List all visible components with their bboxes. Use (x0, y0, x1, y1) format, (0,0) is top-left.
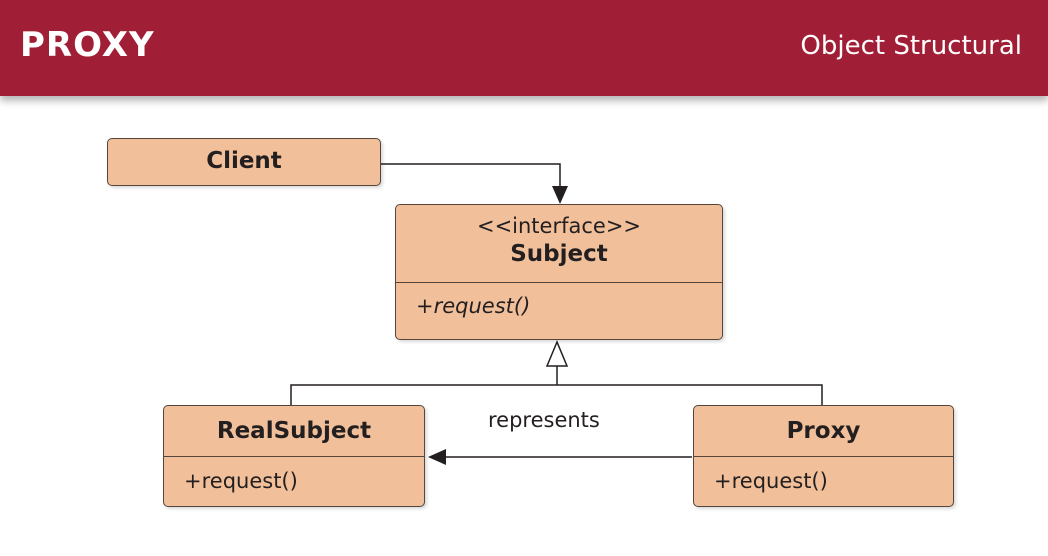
realsubject-method: +request() (184, 469, 298, 493)
realsubject-divider (164, 456, 424, 457)
client-subject-arrowhead (552, 186, 568, 204)
subject-class-name: Subject (510, 241, 608, 267)
pattern-title: PROXY (20, 25, 155, 65)
proxy-class-name: Proxy (786, 418, 861, 444)
proxy-class: Proxy +request() (693, 405, 954, 507)
realsubject-generalization-line (290, 384, 823, 405)
subject-interface: <<interface>> Subject +request() (395, 204, 723, 340)
proxy-divider (694, 456, 953, 457)
represents-arrowhead (428, 449, 446, 465)
realsubject-class-name: RealSubject (216, 418, 372, 444)
client-class-name: Client (206, 148, 282, 174)
subject-divider (396, 282, 722, 283)
subject-stereotype: <<interface>> (476, 214, 642, 238)
realsubject-class: RealSubject +request() (163, 405, 425, 507)
proxy-method: +request() (714, 469, 828, 493)
represents-label: represents (488, 408, 600, 432)
subject-method: +request() (416, 294, 531, 318)
pattern-category: Object Structural (800, 31, 1022, 61)
generalization-triangle (545, 340, 569, 367)
client-class: Client (107, 138, 381, 186)
client-subject-association (380, 163, 561, 186)
header-banner: PROXY Object Structural (0, 0, 1048, 96)
